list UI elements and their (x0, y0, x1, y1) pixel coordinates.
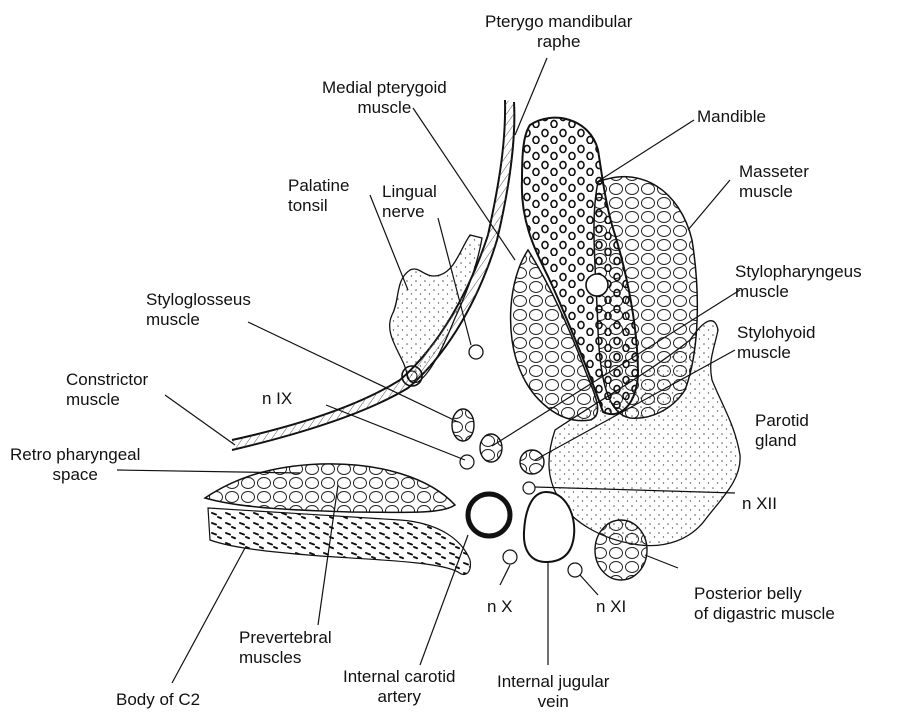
label-medial-pterygoid-muscle: Medial pterygoid muscle (322, 78, 447, 118)
stylopharyngeus-section (480, 434, 502, 462)
label-n-xii: n XII (742, 494, 777, 514)
label-parotid-gland: Parotid gland (755, 411, 809, 451)
label-posterior-belly-digastric: Posterior belly of digastric muscle (694, 584, 835, 624)
prevertebral-muscles-shape (205, 464, 455, 513)
n-xii-section (523, 482, 535, 494)
label-stylohyoid-muscle: Stylohyoid muscle (737, 323, 815, 363)
label-mandible: Mandible (697, 107, 766, 127)
label-n-ix: n IX (262, 389, 292, 409)
stylohyoid-section (520, 450, 544, 474)
internal-carotid-artery-shape (468, 494, 510, 536)
c2-body-shape (208, 508, 470, 574)
digastric-section (595, 520, 647, 580)
n-ix-section (460, 455, 474, 469)
label-retro-pharyngeal-space: Retro pharyngeal space (10, 445, 140, 485)
mandibular-canal (586, 274, 608, 296)
label-masseter-muscle: Masseter muscle (739, 162, 809, 202)
label-prevertebral-muscles: Prevertebral muscles (239, 628, 332, 668)
label-lingual-nerve: Lingual nerve (382, 182, 437, 222)
label-styloglosseus-muscle: Styloglosseus muscle (146, 290, 251, 330)
label-body-of-c2: Body of C2 (116, 690, 200, 710)
label-palatine-tonsil: Palatine tonsil (288, 176, 349, 216)
n-xi-section (568, 563, 582, 577)
internal-jugular-vein-shape (524, 492, 574, 562)
label-internal-jugular-vein: Internal jugular vein (497, 672, 609, 712)
styloglossus-muscle-section (452, 409, 474, 441)
n-x-section (503, 550, 517, 564)
label-n-xi: n XI (596, 597, 626, 617)
label-stylopharyngeus-muscle: Stylopharyngeus muscle (735, 262, 862, 302)
lingual-nerve-section (469, 345, 483, 359)
label-pterygo-mandibular-raphe: Pterygo mandibular raphe (485, 12, 632, 52)
label-internal-carotid-artery: Internal carotid artery (343, 667, 455, 707)
label-n-x: n X (487, 597, 513, 617)
label-constrictor-muscle: Constrictor muscle (66, 370, 148, 410)
